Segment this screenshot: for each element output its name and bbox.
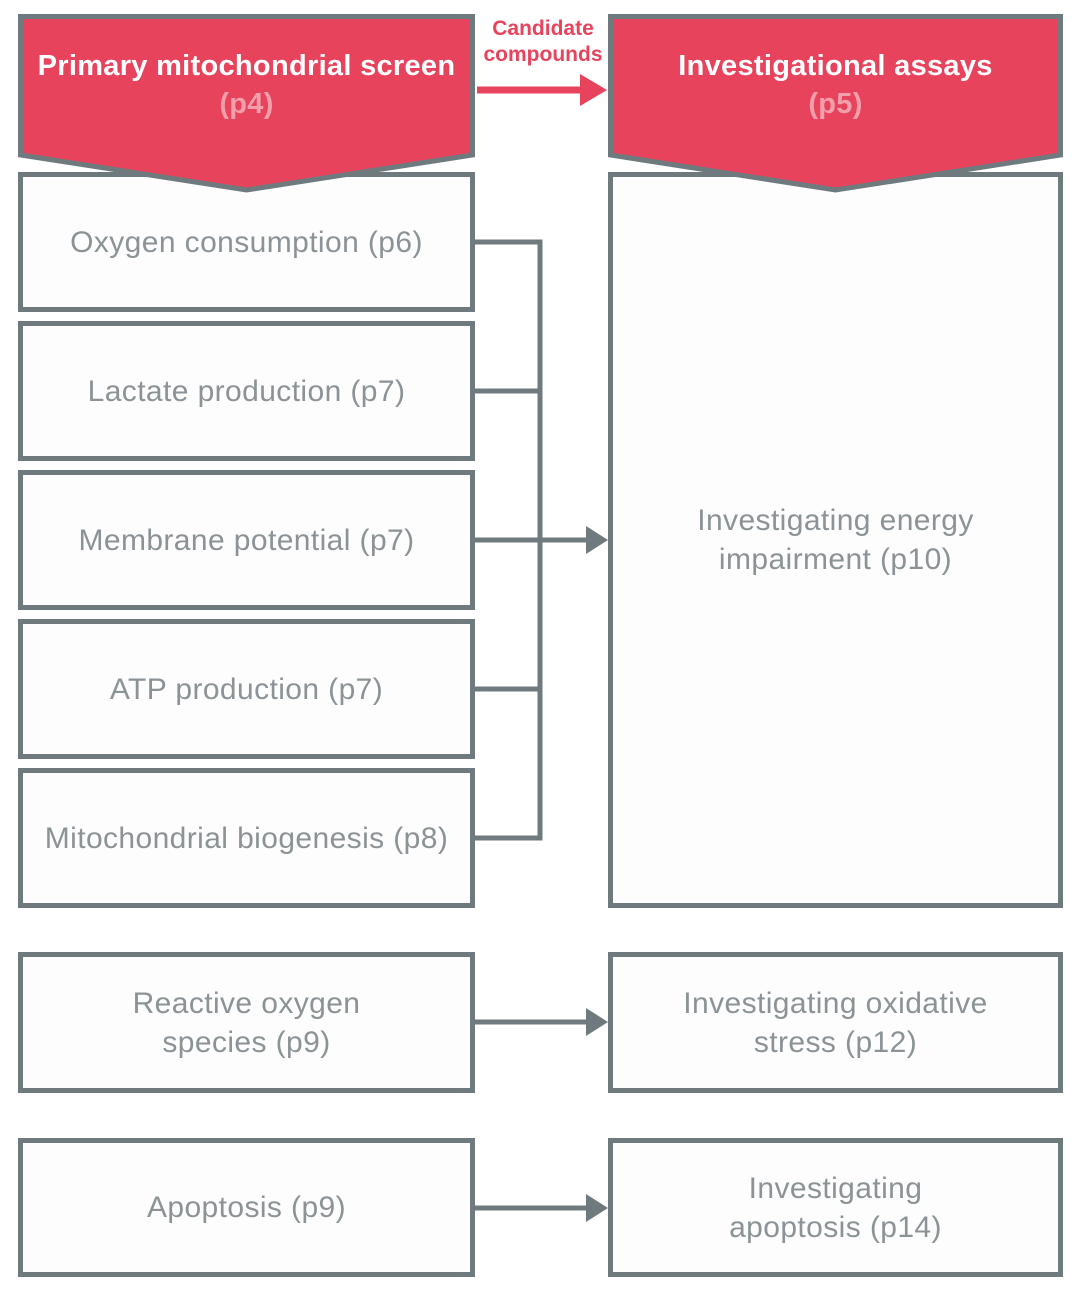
box-mitochondrial-biogenesis: Mitochondrial biogenesis (p8) <box>18 768 475 908</box>
box-label: Reactive oxygen species (p9) <box>132 986 361 1059</box>
box-label: ATP production (p7) <box>109 672 384 706</box>
banner-ribbon-shape <box>18 14 475 193</box>
banner-investigational-assays: Investigational assays (p5) <box>608 14 1063 195</box>
candidate-compounds-arrow <box>477 74 607 106</box>
candidate-compounds-label: Candidate compounds <box>483 17 603 67</box>
apoptosis-arrow <box>475 1194 608 1222</box>
box-label: Lactate production (p7) <box>87 374 406 408</box>
box-membrane-potential: Membrane potential (p7) <box>18 470 475 610</box>
banner-ribbon-shape <box>608 14 1063 193</box>
banner-primary-page-ref: (p4) <box>219 87 274 120</box>
banner-primary-mitochondrial-screen: Primary mitochondrial screen (p4) <box>18 14 475 195</box>
box-label: Mitochondrial biogenesis (p8) <box>44 821 449 855</box>
box-atp-production: ATP production (p7) <box>18 619 475 759</box>
box-label: Investigating energy impairment (p10) <box>697 504 974 576</box>
banner-investigational-page-ref: (p5) <box>808 87 863 120</box>
box-label: Investigating oxidative stress (p12) <box>683 986 988 1059</box>
box-lactate-production: Lactate production (p7) <box>18 321 475 461</box>
banner-primary-title: Primary mitochondrial screen <box>37 49 456 82</box>
energy-arrow <box>473 526 608 554</box>
box-label: Apoptosis (p9) <box>146 1191 347 1224</box>
box-reactive-oxygen-species: Reactive oxygen species (p9) <box>18 952 475 1093</box>
box-investigating-energy-impairment: Investigating energy impairment (p10) <box>608 172 1063 908</box>
box-investigating-apoptosis: Investigating apoptosis (p14) <box>608 1138 1063 1277</box>
box-label: Investigating apoptosis (p14) <box>729 1171 942 1244</box>
box-label: Oxygen consumption (p6) <box>70 225 423 259</box>
box-apoptosis: Apoptosis (p9) <box>18 1138 475 1277</box>
oxidative-arrow <box>475 1008 608 1036</box>
banner-investigational-label: Investigational assays (p5) <box>608 14 1063 157</box>
box-investigating-oxidative-stress: Investigating oxidative stress (p12) <box>608 952 1063 1093</box>
banner-investigational-title: Investigational assays <box>678 49 993 82</box>
banner-primary-label: Primary mitochondrial screen (p4) <box>18 14 475 157</box>
box-label: Membrane potential (p7) <box>78 523 415 557</box>
